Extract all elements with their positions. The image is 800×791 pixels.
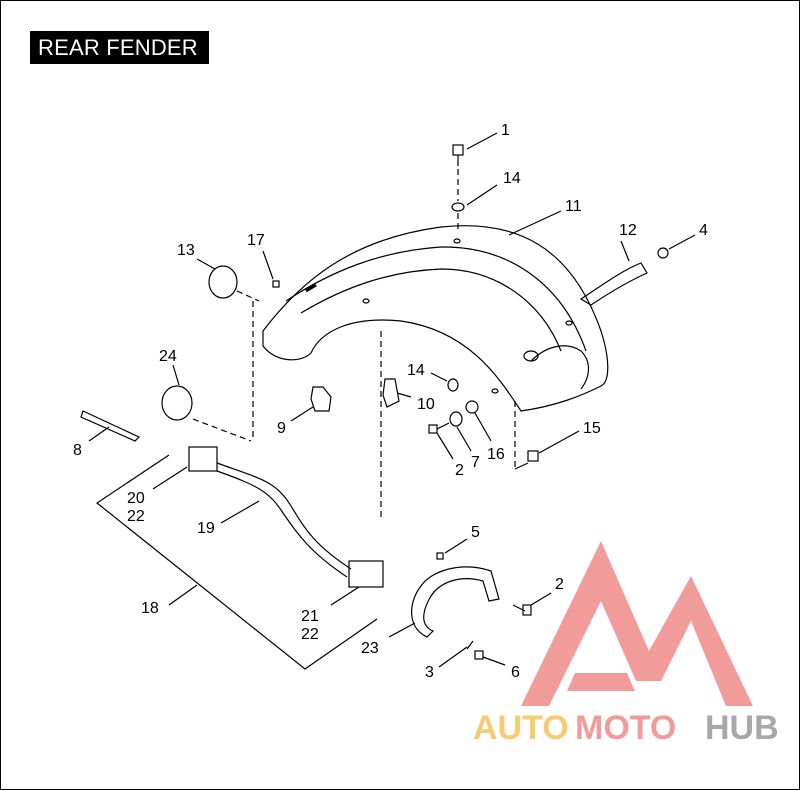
watermark-text-hub: HUB	[705, 709, 779, 747]
pin-part	[466, 640, 474, 650]
watermark-text-auto: AUTO	[473, 709, 569, 747]
callout-leader	[668, 234, 696, 250]
callout-leader	[466, 132, 498, 150]
callout-leader	[482, 656, 506, 666]
plug-part	[161, 385, 193, 421]
callout-2: 2	[455, 462, 464, 479]
callout-leader	[220, 500, 260, 524]
leader-line	[514, 462, 529, 470]
callout-13: 13	[177, 242, 195, 259]
callout-leader	[456, 426, 472, 452]
diagram-title: REAR FENDER	[30, 31, 209, 64]
watermark-logo: AUTO MOTO HUB	[473, 541, 779, 747]
callout-16: 16	[487, 446, 505, 463]
callout-22: 22	[301, 626, 319, 643]
fender-hole	[491, 388, 499, 394]
callout-22: 22	[127, 508, 145, 525]
clip-part	[310, 386, 332, 412]
fender-slot	[305, 283, 317, 293]
kit-group-bracket	[95, 454, 378, 670]
callout-10: 10	[417, 396, 435, 413]
callout-5: 5	[471, 524, 480, 541]
bolt-part	[452, 144, 464, 166]
callout-19: 19	[197, 520, 215, 537]
callout-14: 14	[407, 362, 425, 379]
callout-leader	[88, 426, 110, 442]
bracket-part	[411, 566, 500, 638]
bolt-part	[512, 604, 532, 616]
watermark-mark	[521, 541, 753, 706]
callout-12: 12	[619, 222, 637, 239]
callout-leader	[538, 430, 580, 454]
callout-4: 4	[699, 222, 708, 239]
callout-18: 18	[141, 600, 159, 617]
callout-11: 11	[565, 198, 582, 215]
callout-leader	[438, 646, 468, 668]
callout-leader	[290, 406, 314, 422]
leader-line	[192, 418, 252, 442]
callout-leader	[330, 586, 360, 606]
fender-hole	[453, 238, 461, 244]
callout-24: 24	[159, 348, 177, 365]
bolt-part	[428, 422, 450, 434]
cable-strap-part	[80, 410, 141, 442]
nut-part	[527, 450, 539, 462]
callout-leader	[172, 364, 180, 386]
fender-hole	[565, 320, 573, 326]
nut-part	[272, 280, 280, 288]
cap-part	[474, 650, 484, 660]
callout-leader	[262, 250, 274, 280]
fender-hole	[362, 298, 370, 304]
callout-labels: 1 14 11 12 4 13 17 24 8 9 10 14 15 2 7 1…	[73, 122, 708, 681]
fender-rib	[300, 268, 562, 352]
grommet-part	[447, 378, 459, 392]
leader-line	[236, 290, 260, 302]
callout-leader	[436, 432, 454, 460]
spacer-part	[449, 411, 463, 427]
callout-leader	[396, 392, 412, 398]
strap-part	[579, 262, 648, 306]
watermark-mark	[567, 673, 635, 691]
washer-part	[657, 247, 669, 259]
screw-part	[436, 552, 444, 560]
callout-leader	[444, 538, 468, 554]
callout-leader	[466, 184, 498, 206]
callout-leader	[508, 210, 562, 236]
callout-8: 8	[73, 442, 82, 459]
callout-3: 3	[425, 664, 434, 681]
plug-part	[208, 265, 238, 299]
fender-inner-edge	[285, 246, 587, 352]
callout-21: 21	[301, 608, 319, 625]
fender-tail-curve	[530, 345, 590, 390]
callout-20: 20	[127, 490, 145, 507]
wiring-harness-part	[188, 446, 384, 588]
washer-part	[451, 202, 465, 212]
callout-leader	[196, 258, 216, 270]
callout-leader	[474, 412, 492, 442]
callout-leader	[388, 622, 416, 638]
callout-leader	[530, 592, 552, 606]
callout-leader	[152, 466, 188, 490]
callout-leader	[620, 240, 630, 262]
washer-part	[465, 400, 479, 414]
callout-7: 7	[471, 454, 480, 471]
callout-leader	[168, 584, 198, 606]
fender-outline	[262, 225, 609, 412]
callout-leader	[430, 372, 448, 382]
fender-hole	[523, 350, 539, 362]
callout-2: 2	[555, 576, 564, 593]
callout-17: 17	[247, 232, 265, 249]
callout-15: 15	[583, 420, 601, 437]
callout-9: 9	[277, 420, 286, 437]
callout-23: 23	[361, 640, 379, 657]
callout-6: 6	[511, 664, 520, 681]
callout-1: 1	[501, 122, 510, 139]
clip-part	[382, 378, 400, 408]
callout-14: 14	[503, 170, 521, 187]
watermark-text-moto: MOTO	[575, 709, 676, 747]
